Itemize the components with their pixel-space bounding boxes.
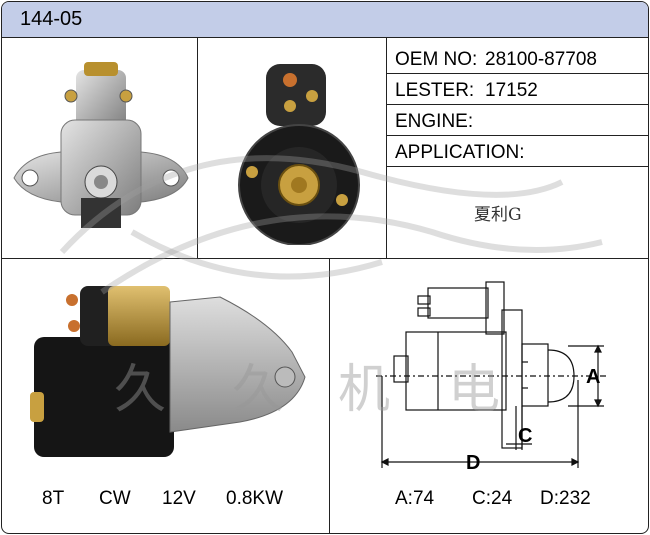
spec-teeth: 8T <box>42 488 65 509</box>
spec-label: ENGINE: <box>395 111 474 132</box>
part-code: 144-05 <box>20 8 83 30</box>
watermark-char: 久 <box>114 360 167 420</box>
starter-front-photo <box>13 62 189 228</box>
header-bar: 144-05 <box>2 2 648 38</box>
divider <box>329 258 330 533</box>
handwritten-note: 夏利G <box>474 205 522 225</box>
watermark-char: 机 <box>338 360 391 420</box>
spec-row-lester: LESTER: 17152 <box>387 74 648 105</box>
dim-c-value: C:24 <box>472 488 513 509</box>
spec-voltage: 12V <box>162 488 196 509</box>
divider <box>197 37 198 258</box>
spec-power: 0.8KW <box>226 488 284 509</box>
watermark-char: 久 <box>232 360 285 420</box>
divider <box>386 37 387 258</box>
dim-a-value: A:74 <box>395 488 435 509</box>
spec-row-engine: ENGINE: <box>387 105 648 136</box>
spec-row-application: APPLICATION: <box>387 136 648 167</box>
dim-marker-c: C <box>518 425 533 447</box>
spec-label: LESTER: <box>395 80 475 101</box>
spec-value: 17152 <box>485 80 538 101</box>
spec-label: APPLICATION: <box>395 142 525 163</box>
spec-rotation: CW <box>99 488 131 509</box>
spec-label: OEM NO: <box>395 49 478 70</box>
divider <box>2 258 648 259</box>
dim-marker-a: A <box>586 366 601 388</box>
starter-side-photo <box>30 286 306 457</box>
dimension-drawing <box>376 281 608 468</box>
spec-row-oem: OEM NO: 28100-87708 <box>387 43 648 74</box>
dim-d-value: D:232 <box>540 488 591 509</box>
watermark-char: 电 <box>448 360 501 420</box>
spec-value: 28100-87708 <box>485 49 597 70</box>
starter-rear-photo <box>238 64 360 245</box>
dim-marker-d: D <box>466 452 481 474</box>
